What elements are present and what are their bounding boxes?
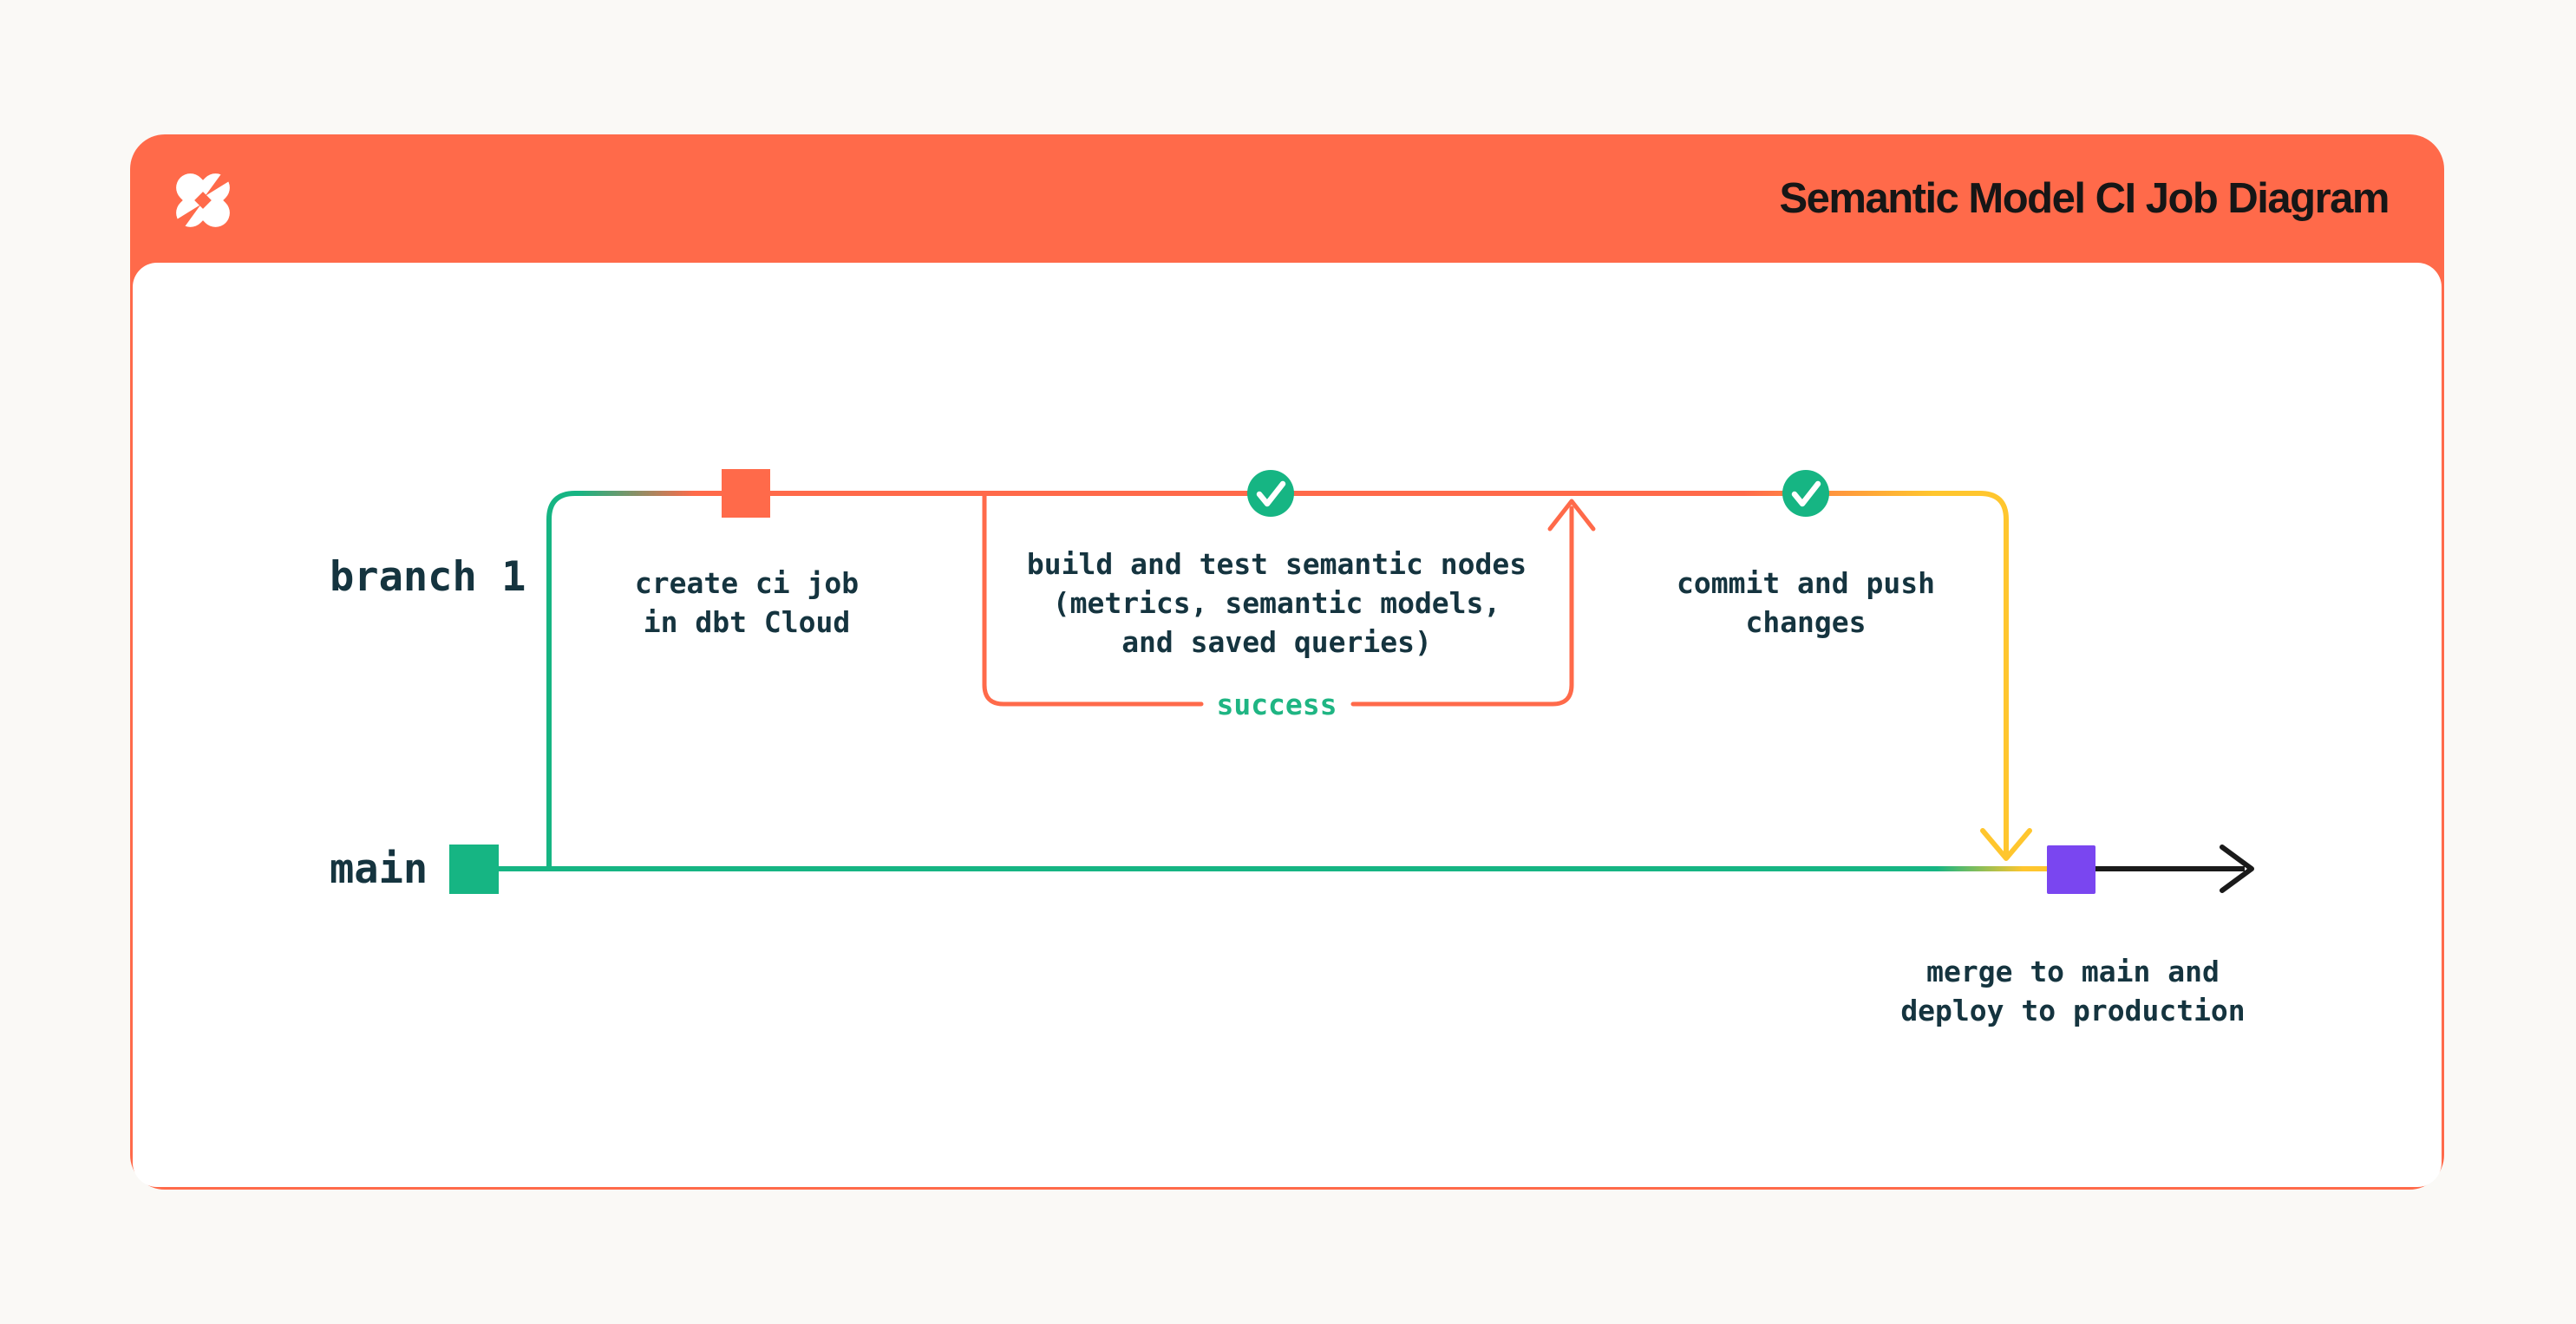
commit-marker-main (449, 845, 499, 894)
dbt-logo-icon (176, 173, 230, 228)
commit-marker-merge (2047, 845, 2095, 894)
node-label-commit-and-push: commit and push changes (1676, 566, 1935, 639)
check-circle-icon (1247, 470, 1294, 517)
main-label: main (330, 845, 428, 893)
diagram-canvas (133, 263, 2442, 1187)
page-title: Semantic Model CI Job Diagram (1779, 175, 2390, 222)
commit-marker-create-ci (722, 469, 770, 518)
node-label-create-ci-job: create ci job in dbt Cloud (634, 566, 860, 639)
deploy-arrowhead-icon (2220, 845, 2254, 893)
branch1-label: branch 1 (330, 553, 526, 601)
node-label-merge-to-main: merge to main and deploy to production (1900, 955, 2246, 1027)
node-label-build-and-test: build and test semantic nodes (metrics, … (1026, 547, 1527, 659)
success-arrowhead-icon (1547, 499, 1596, 532)
success-loop-right (1350, 505, 1574, 707)
check-circle-icon (1782, 470, 1829, 517)
diagram-card: Semantic Model CI Job Diagram (130, 134, 2444, 1190)
success-label: success (1216, 688, 1337, 721)
merge-arrowhead-icon (1980, 828, 2032, 861)
success-loop-left (982, 493, 1204, 707)
